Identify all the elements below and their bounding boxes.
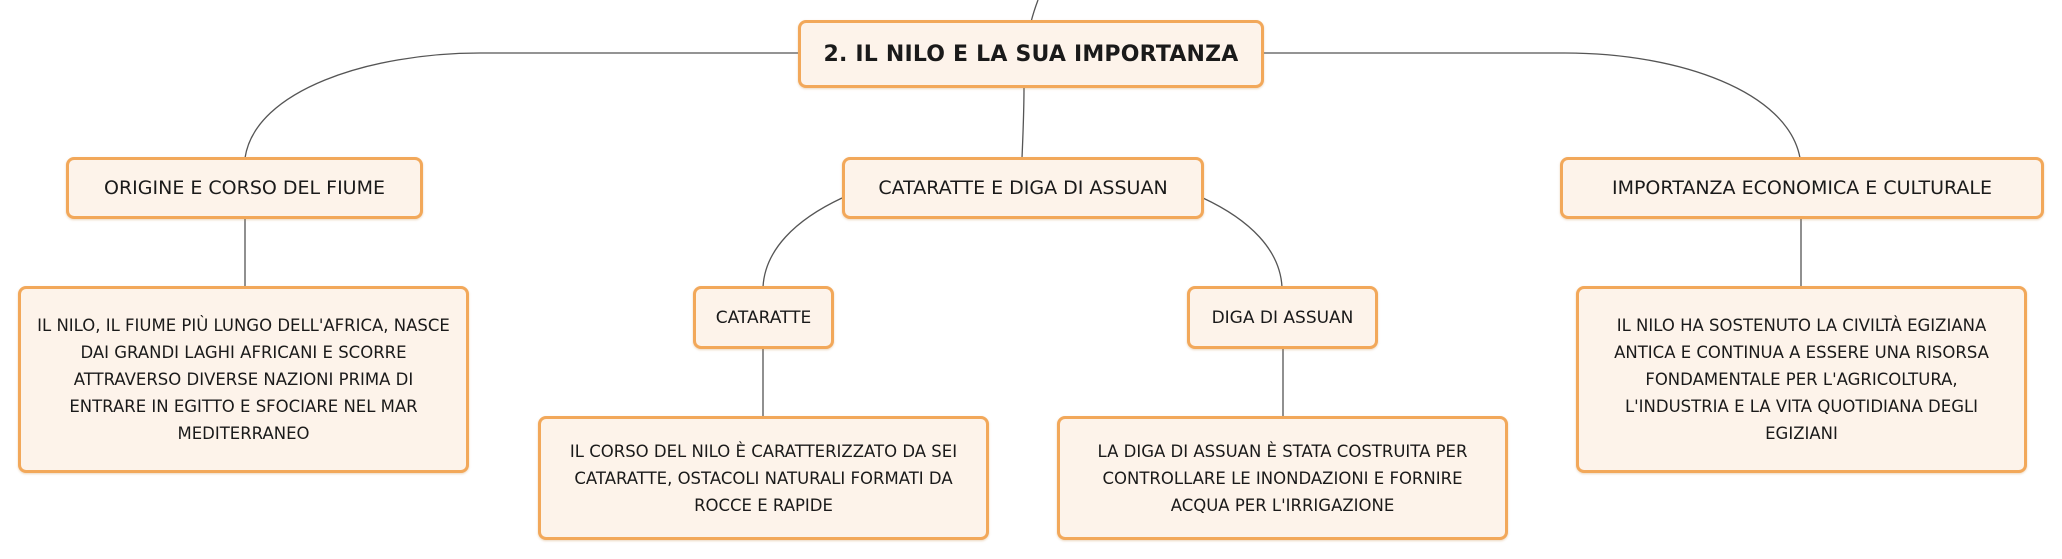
connector-root-importanza — [1263, 52, 1801, 159]
connector-root-origine — [244, 52, 798, 159]
connector-middle-cataratte — [762, 197, 843, 288]
connector-root-cataratte-diga — [1021, 86, 1025, 159]
subnode-diga-assuan-label: DIGA DI ASSUAN — [1211, 307, 1354, 328]
detail-cataratte[interactable]: IL CORSO DEL NILO È CARATTERIZZATO DA SE… — [538, 416, 989, 540]
subnode-diga-assuan[interactable]: DIGA DI ASSUAN — [1187, 286, 1378, 349]
detail-importanza[interactable]: IL NILO HA SOSTENUTO LA CIVILTÀ EGIZIANA… — [1576, 286, 2027, 473]
branch-importanza-label: IMPORTANZA ECONOMICA E CULTURALE — [1611, 177, 1993, 199]
detail-origine-text: IL NILO, IL FIUME PIÙ LUNGO DELL'AFRICA,… — [37, 316, 450, 443]
subnode-cataratte-label: CATARATTE — [715, 307, 812, 328]
branch-cataratte-diga-label: CATARATTE E DIGA DI ASSUAN — [878, 177, 1168, 199]
detail-diga-assuan-text: LA DIGA DI ASSUAN È STATA COSTRUITA PER … — [1097, 441, 1468, 515]
branch-cataratte-diga-node[interactable]: CATARATTE E DIGA DI ASSUAN — [842, 157, 1204, 219]
root-node[interactable]: 2. IL NILO E LA SUA IMPORTANZA — [798, 20, 1264, 88]
detail-origine[interactable]: IL NILO, IL FIUME PIÙ LUNGO DELL'AFRICA,… — [18, 286, 469, 473]
branch-importanza-node[interactable]: IMPORTANZA ECONOMICA E CULTURALE — [1560, 157, 2044, 219]
connector-middle-diga — [1202, 197, 1283, 288]
connector-incoming — [1030, 0, 1039, 23]
branch-origine-label: ORIGINE E CORSO DEL FIUME — [104, 177, 385, 199]
root-label: 2. IL NILO E LA SUA IMPORTANZA — [823, 41, 1239, 67]
detail-diga-assuan[interactable]: LA DIGA DI ASSUAN È STATA COSTRUITA PER … — [1057, 416, 1508, 540]
detail-cataratte-text: IL CORSO DEL NILO È CARATTERIZZATO DA SE… — [569, 441, 958, 515]
detail-importanza-text: IL NILO HA SOSTENUTO LA CIVILTÀ EGIZIANA… — [1614, 316, 1989, 443]
branch-origine-node[interactable]: ORIGINE E CORSO DEL FIUME — [66, 157, 423, 219]
subnode-cataratte[interactable]: CATARATTE — [693, 286, 834, 349]
